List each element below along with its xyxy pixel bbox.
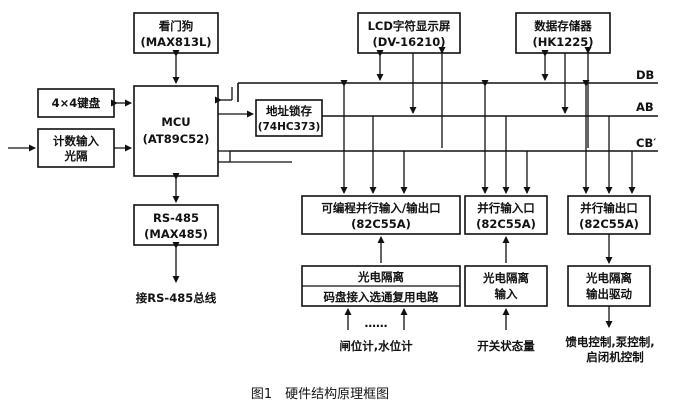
pio3-block: 并行输出口 (82C55A): [567, 195, 651, 235]
opto-mux-block: 光电隔离 码盘接入选通复用电路: [301, 265, 461, 307]
opto2-subtitle: 输入: [495, 287, 518, 301]
pio2-part: (82C55A): [476, 217, 536, 231]
rs485-bus-label: 接RS-485总线: [136, 291, 217, 305]
latch-title: 地址锁存: [266, 104, 312, 118]
storage-block: 数据存储器 (HK1225): [515, 12, 611, 54]
watchdog-title: 看门狗: [158, 19, 194, 33]
storage-title: 数据存储器: [534, 19, 592, 33]
counter-subtitle: 光隔: [64, 149, 88, 163]
ab-bus-label: AB: [636, 100, 654, 114]
watchdog-block: 看门狗 (MAX813L): [133, 12, 219, 54]
lcd-part: (DV-16210): [373, 35, 446, 49]
storage-part: (HK1225): [532, 35, 593, 49]
ellipsis-label: ……: [365, 316, 388, 330]
opto3-title: 光电隔离: [585, 271, 632, 285]
watchdog-part: (MAX813L): [140, 35, 211, 49]
opto3-block: 光电隔离 输出驱动: [567, 265, 651, 307]
mcu-part: (AT89C52): [143, 132, 210, 146]
pio3-title: 并行输出口: [580, 201, 638, 215]
lcd-title: LCD字符显示屏: [368, 19, 451, 33]
latch-part: (74HC373): [258, 121, 321, 133]
opto3-subtitle: 输出驱动: [586, 287, 632, 301]
keypad-title: 4×4键盘: [52, 96, 101, 110]
rs485-block: RS-485 (MAX485): [133, 204, 219, 246]
gauges-label: 闸位计,水位计: [339, 339, 413, 353]
rs485-title: RS-485: [153, 211, 199, 225]
mcu-title: MCU: [161, 115, 190, 129]
connections: [8, 47, 636, 330]
opto2-title: 光电隔离: [482, 271, 529, 285]
mux-title: 码盘接入选通复用电路: [324, 290, 439, 304]
latch-block: 地址锁存 (74HC373): [255, 99, 323, 137]
db-bus-label: DB: [636, 68, 654, 82]
keypad-block: 4×4键盘: [37, 88, 115, 118]
cb-bus-label: CB′: [636, 136, 656, 150]
counter-title: 计数输入: [53, 134, 99, 148]
lcd-block: LCD字符显示屏 (DV-16210): [357, 12, 461, 54]
figure-caption: 图1 硬件结构原理框图: [251, 387, 389, 402]
pio1-block: 可编程并行输入/输出口 (82C55A): [301, 195, 461, 235]
pio1-part: (82C55A): [351, 217, 411, 231]
pio2-block: 并行输入口 (82C55A): [464, 195, 548, 235]
opto2-block: 光电隔离 输入: [464, 265, 548, 307]
mcu-block: MCU (AT89C52): [133, 85, 219, 177]
opto1-title: 光电隔离: [357, 270, 404, 284]
switch-label: 开关状态量: [477, 339, 535, 353]
control-label-line1: 馈电控制,泵控制,: [565, 335, 654, 349]
rs485-part: (MAX485): [144, 227, 208, 241]
pio3-part: (82C55A): [579, 217, 639, 231]
counter-block: 计数输入 光隔: [37, 128, 115, 168]
control-label-line2: 启闭机控制: [586, 350, 644, 364]
pio2-title: 并行输入口: [477, 201, 535, 215]
pio1-title: 可编程并行输入/输出口: [321, 201, 440, 215]
